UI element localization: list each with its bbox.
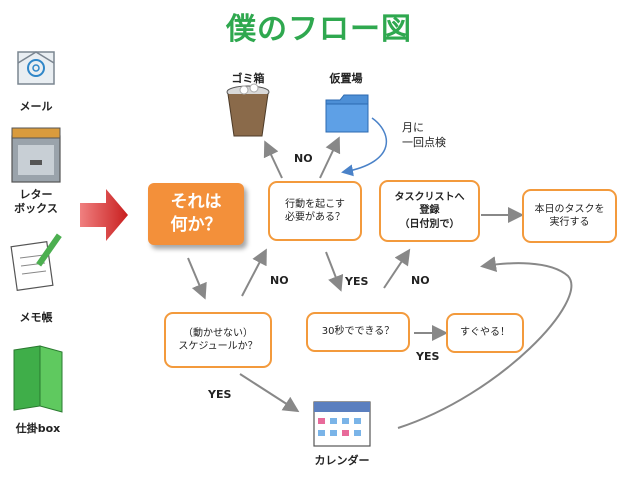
archive-folder-icon bbox=[325, 94, 369, 133]
arrow-action-to-trash bbox=[263, 140, 283, 179]
edge-label-yes-schedule: YES bbox=[208, 388, 232, 401]
arrow-action-to-archive bbox=[319, 136, 341, 179]
label-calendar: カレンダー bbox=[314, 454, 370, 467]
calendar-icon bbox=[313, 401, 371, 447]
node-schedule: （動かせない） スケジュールか？ bbox=[164, 312, 272, 368]
memo-icon bbox=[10, 233, 62, 291]
arrow-schedule-to-action bbox=[241, 248, 267, 297]
node-today-tasks: 本日のタスクを 実行する bbox=[522, 189, 617, 243]
node-what-is-it: それは 何か？ bbox=[148, 183, 244, 245]
trash-can-icon bbox=[226, 83, 270, 137]
diagram-title: 僕のフロー図 bbox=[226, 12, 412, 47]
node-thirty-seconds: 30秒でできる？ bbox=[306, 312, 410, 352]
letterbox-icon bbox=[11, 127, 61, 183]
arrow-monthly-check bbox=[341, 117, 388, 177]
folder-box-icon bbox=[13, 345, 63, 413]
mail-icon bbox=[17, 51, 55, 85]
edge-label-no-right: NO bbox=[411, 274, 430, 287]
arrow-calendar-to-today bbox=[397, 256, 573, 429]
label-letterbox: レター ボックス bbox=[14, 188, 58, 215]
label-archive: 仮置場 bbox=[329, 72, 363, 85]
label-box: 仕掛box bbox=[15, 422, 61, 435]
arrow-schedule-to-calendar bbox=[239, 373, 300, 413]
edge-label-no-top: NO bbox=[294, 152, 313, 165]
edge-label-yes-mid: YES bbox=[345, 275, 369, 288]
edge-label-yes-thirty: YES bbox=[416, 350, 440, 363]
big-red-arrow bbox=[80, 189, 128, 241]
arrow-what-to-schedule bbox=[187, 257, 207, 300]
label-trash: ゴミ箱 bbox=[231, 72, 265, 85]
label-memo: メモ帳 bbox=[19, 311, 53, 324]
arrow-thirty-to-tasklist bbox=[383, 248, 411, 289]
edge-label-no-left: NO bbox=[270, 274, 289, 287]
node-need-action: 行動を起こす 必要がある？ bbox=[268, 181, 362, 241]
node-task-list: タスクリストへ 登録 （日付別で） bbox=[379, 180, 480, 242]
node-do-it-now: すぐやる！ bbox=[446, 313, 524, 353]
arrow-action-to-thirty bbox=[325, 251, 344, 292]
note-monthly-check: 月に 一回点検 bbox=[402, 121, 446, 150]
label-mail: メール bbox=[19, 100, 53, 113]
